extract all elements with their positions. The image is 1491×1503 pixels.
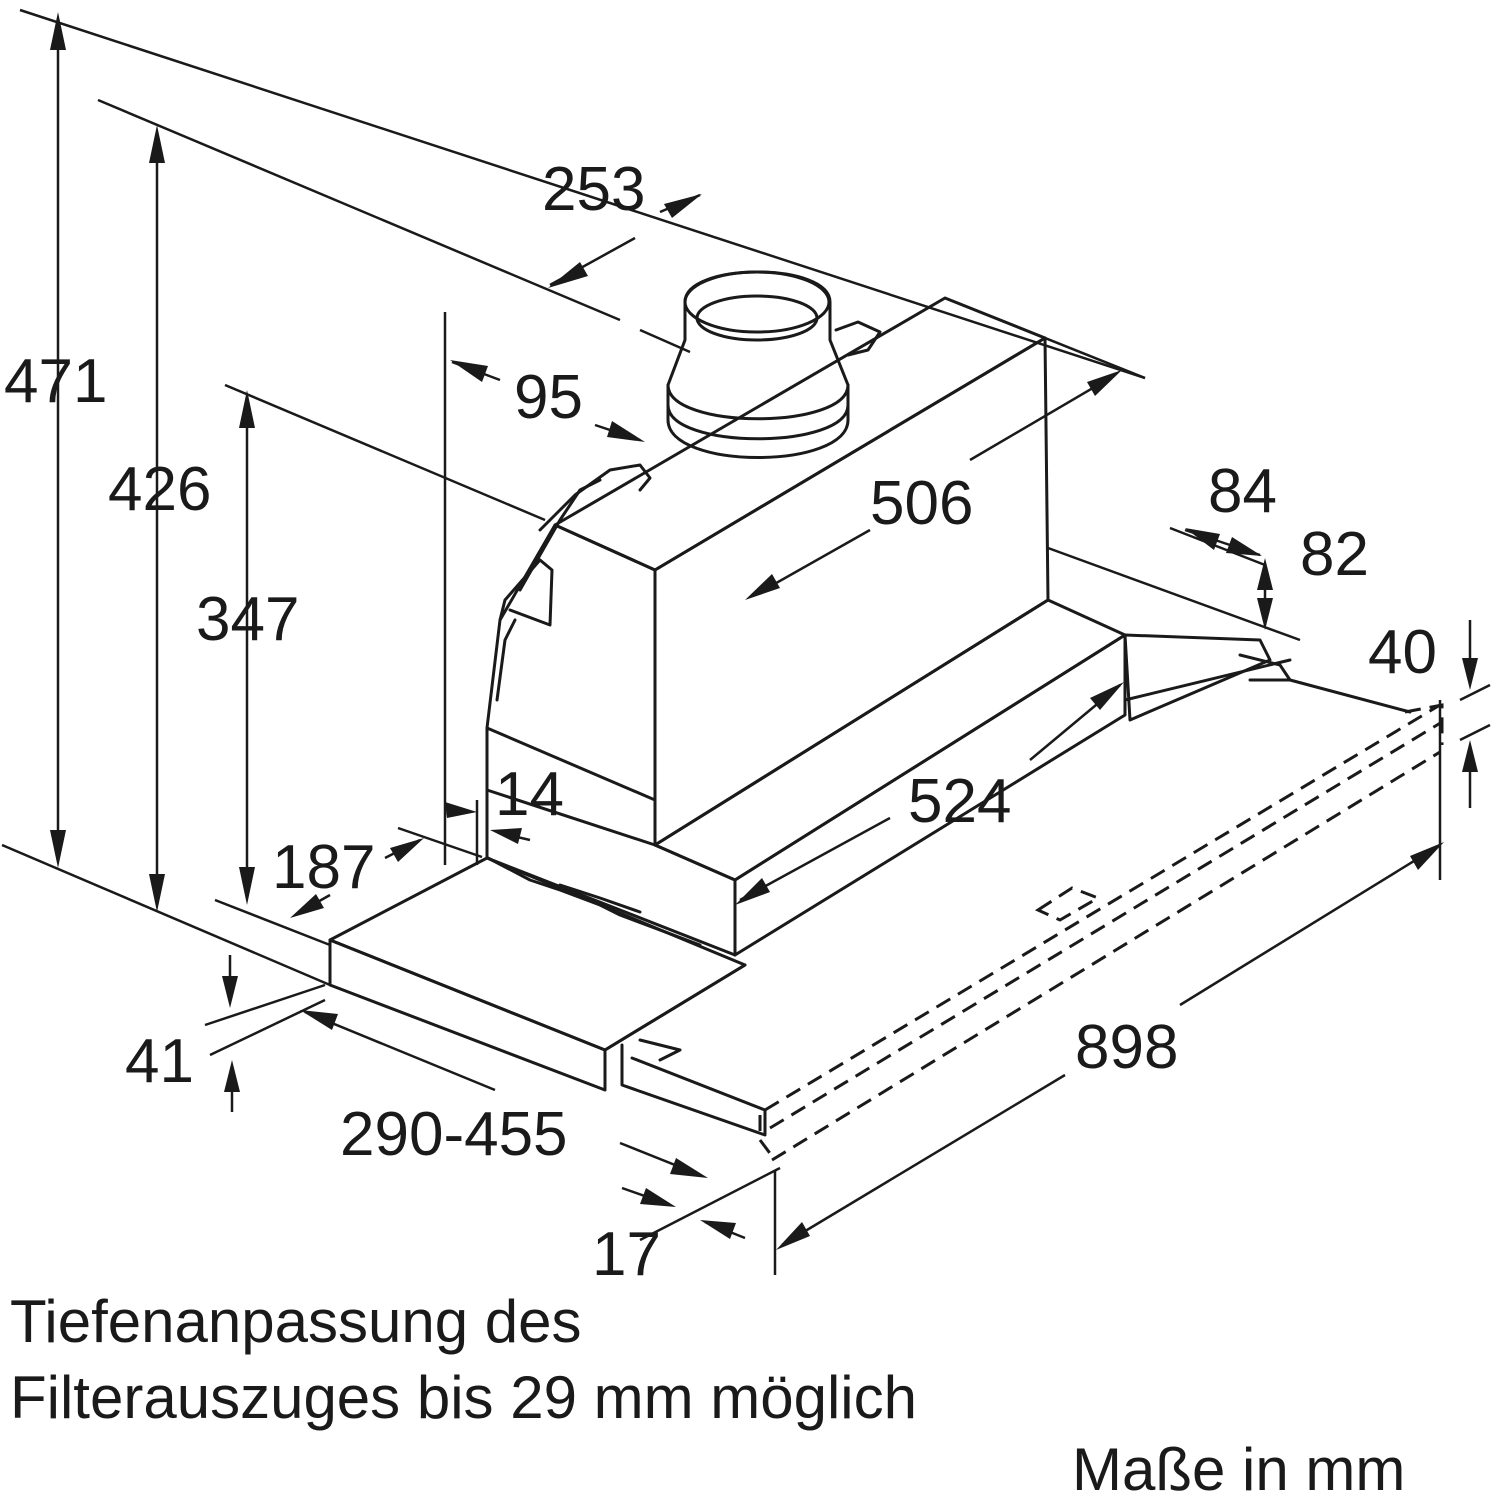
units-note: Maße in mm <box>1072 1436 1406 1503</box>
dim-187: 187 <box>272 833 375 902</box>
dim-347: 347 <box>196 585 299 654</box>
dim-290-455: 290-455 <box>340 1100 568 1169</box>
note-line-2: Filterauszuges bis 29 mm möglich <box>10 1364 918 1431</box>
dim-426: 426 <box>108 455 211 524</box>
dim-84: 84 <box>1208 457 1277 526</box>
filter-drawer <box>328 856 767 1137</box>
dim-14: 14 <box>495 760 564 829</box>
side-latch <box>495 463 652 702</box>
extension-lines <box>1 8 1491 1275</box>
dim-471: 471 <box>4 347 107 416</box>
dimension-lines <box>50 12 1478 1250</box>
dashed-panel <box>758 658 1444 1162</box>
duct-collar <box>666 270 882 459</box>
dim-95: 95 <box>514 363 583 432</box>
dim-82: 82 <box>1300 520 1369 589</box>
dim-40: 40 <box>1368 618 1437 687</box>
dim-524: 524 <box>908 767 1011 836</box>
dim-41: 41 <box>125 1027 194 1096</box>
dim-506: 506 <box>870 469 973 538</box>
dimension-labels: 471 426 347 253 95 506 84 82 40 14 187 5… <box>4 155 1437 1289</box>
note-line-1: Tiefenanpassung des <box>10 1288 582 1355</box>
dim-898: 898 <box>1075 1013 1178 1082</box>
dim-253: 253 <box>542 155 645 224</box>
hood-body <box>485 296 1292 957</box>
dim-17: 17 <box>592 1220 661 1289</box>
